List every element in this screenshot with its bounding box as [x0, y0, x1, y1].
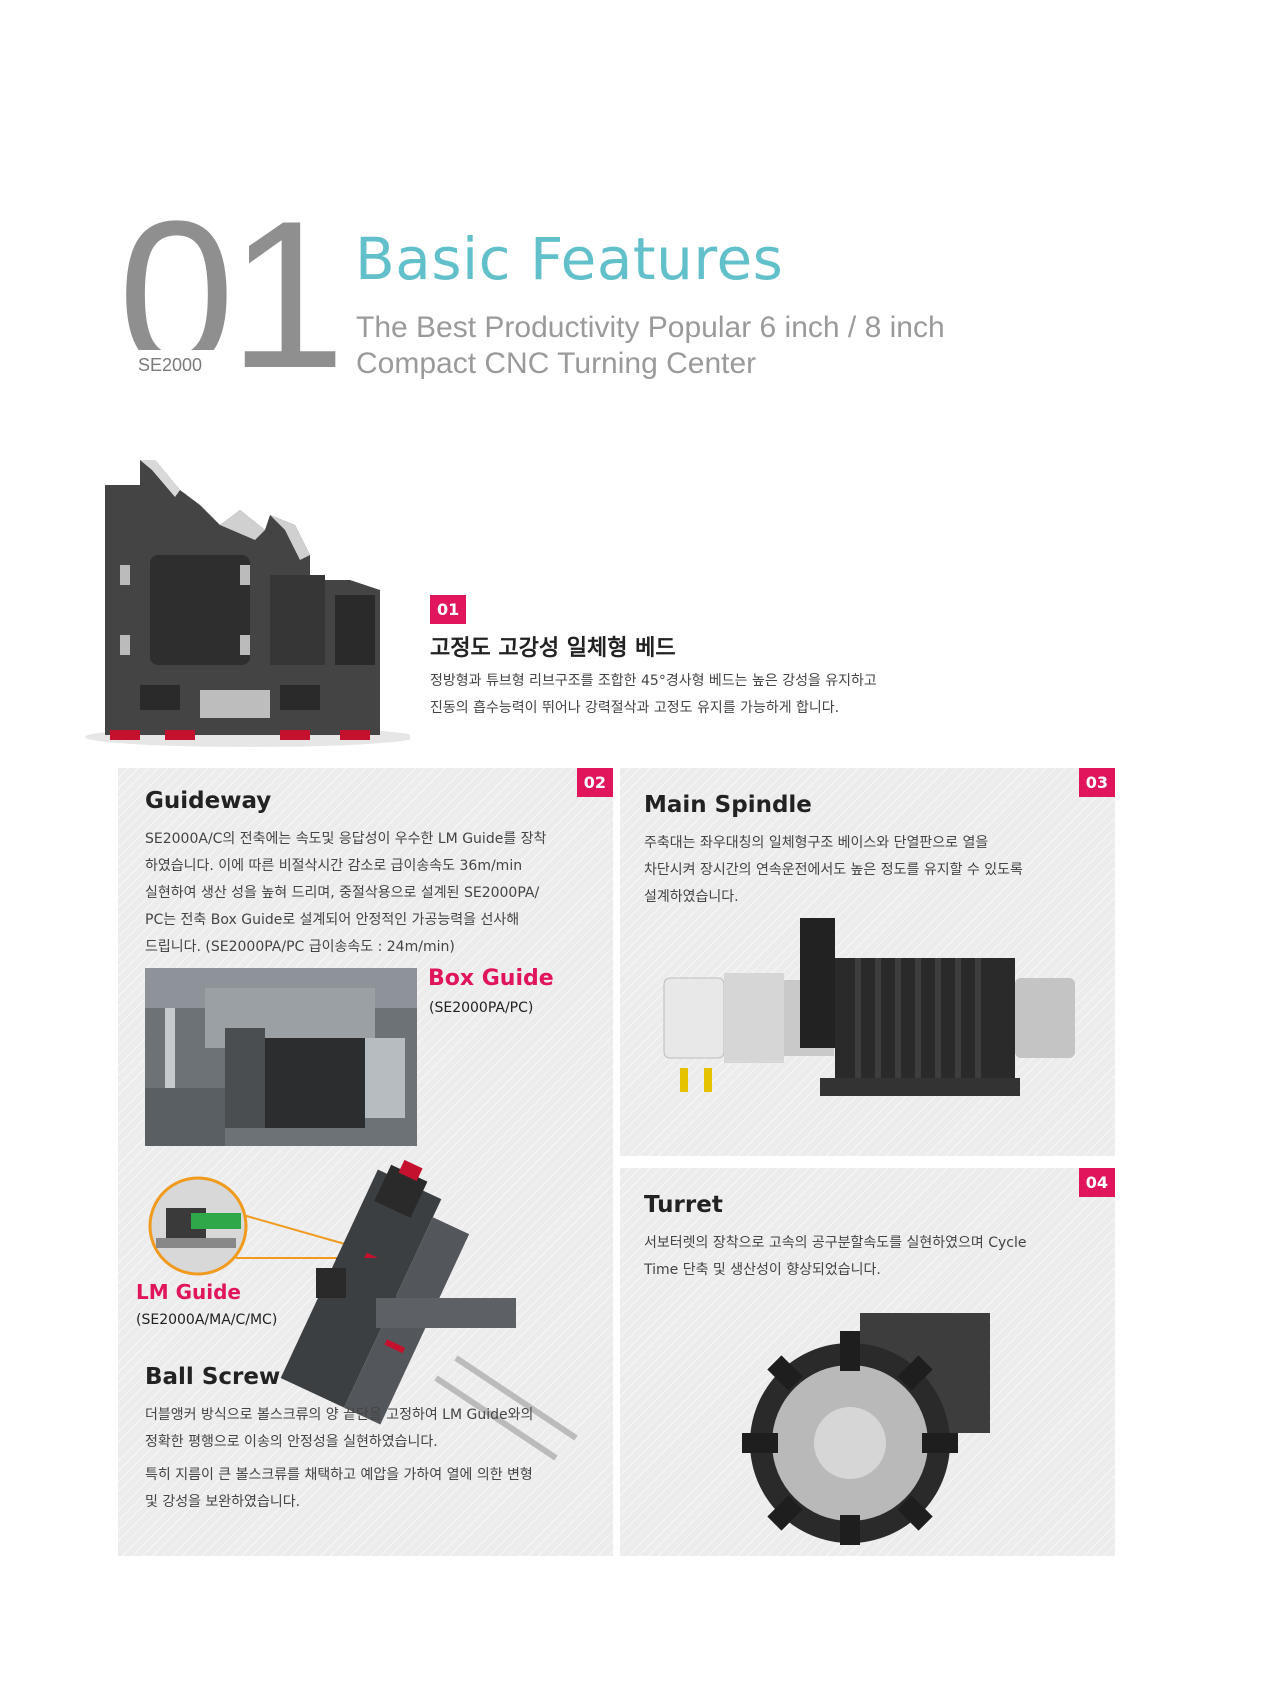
bed-badge: 01 — [430, 595, 467, 624]
guideway-desc-line-2: 하였습니다. 이에 따른 비절삭시간 감소로 급이송속도 36m/min — [145, 858, 523, 874]
guideway-panel: 02 Guideway SE2000A/C의 전축에는 속도및 응답성이 우수한… — [118, 768, 613, 1556]
turret-title: Turret — [644, 1192, 723, 1218]
section-number-one: 1 — [228, 177, 346, 412]
model-label: SE2000 — [138, 355, 203, 375]
spindle-desc-line-2: 차단시켜 장시간의 연속운전에서도 높은 정도를 유지할 수 있도록 — [644, 862, 1023, 878]
subtitle-line-2: Compact CNC Turning Center — [356, 347, 757, 380]
ball-screw-description: 더블앵커 방식으로 볼스크류의 양 끝단을 고정하여 LM Guide와의 정확… — [145, 1402, 610, 1516]
guideway-desc-line-1: SE2000A/C의 전축에는 속도및 응답성이 우수한 LM Guide를 장… — [145, 831, 547, 847]
subtitle-line-1: The Best Productivity Popular 6 inch / 8… — [356, 311, 945, 344]
ball-screw-desc-line-3: 특히 지름이 큰 볼스크류를 채택하고 예압을 가하여 열에 의한 변형 — [145, 1467, 533, 1483]
turret-image — [740, 1303, 1000, 1553]
spindle-description: 주축대는 좌우대칭의 일체형구조 베이스와 단열판으로 열을 차단시켜 장시간의… — [644, 830, 1104, 911]
bed-title: 고정도 고강성 일체형 베드 — [430, 636, 676, 661]
guideway-title: Guideway — [145, 788, 272, 814]
guideway-desc-line-3: 실현하여 생산 성을 높혀 드리며, 중절삭용으로 설계된 SE2000PA/ — [145, 885, 540, 901]
guideway-description: SE2000A/C의 전축에는 속도및 응답성이 우수한 LM Guide를 장… — [145, 826, 605, 961]
lm-guide-assembly-image — [136, 1158, 606, 1488]
box-guide-photo — [145, 968, 417, 1146]
ball-screw-title: Ball Screw — [145, 1364, 281, 1390]
ball-screw-desc-line-1: 더블앵커 방식으로 볼스크류의 양 끝단을 고정하여 LM Guide와의 — [145, 1407, 534, 1423]
turret-desc-line-1: 서보터렛의 장착으로 고속의 공구분할속도를 실현하였으며 Cycle — [644, 1235, 1027, 1251]
guideway-badge: 02 — [576, 768, 613, 797]
section-number: 01 — [118, 190, 346, 400]
bed-desc-line-2: 진동의 흡수능력이 뛰어나 강력절삭과 고정도 유지를 가능하게 합니다. — [430, 700, 840, 716]
box-guide-models: (SE2000PA/PC) — [429, 1000, 534, 1016]
page-title: Basic Features — [355, 225, 784, 293]
section-number-zero: 0 — [118, 190, 229, 350]
spindle-image — [660, 918, 1080, 1118]
spindle-title: Main Spindle — [644, 792, 812, 818]
bed-desc-line-1: 정방형과 튜브형 리브구조를 조합한 45°경사형 베드는 높은 강성을 유지하… — [430, 673, 877, 689]
box-guide-label: Box Guide — [428, 966, 554, 991]
turret-description: 서보터렛의 장착으로 고속의 공구분할속도를 실현하였으며 Cycle Time… — [644, 1230, 1104, 1284]
lm-guide-label: LM Guide — [136, 1280, 241, 1304]
spindle-desc-line-1: 주축대는 좌우대칭의 일체형구조 베이스와 단열판으로 열을 — [644, 835, 989, 851]
lm-guide-models: (SE2000A/MA/C/MC) — [136, 1312, 278, 1328]
bed-image — [80, 445, 410, 755]
page-subtitle: The Best Productivity Popular 6 inch / 8… — [356, 310, 945, 382]
ball-screw-desc-line-2: 정확한 평행으로 이송의 안정성을 실현하였습니다. — [145, 1434, 438, 1450]
guideway-desc-line-4: PC는 전축 Box Guide로 설계되어 안정적인 가공능력을 선사해 — [145, 912, 520, 928]
turret-panel: 04 Turret 서보터렛의 장착으로 고속의 공구분할속도를 실현하였으며 … — [620, 1168, 1115, 1556]
turret-desc-line-2: Time 단축 및 생산성이 향상되었습니다. — [644, 1262, 881, 1278]
guideway-desc-line-5: 드립니다. (SE2000PA/PC 급이송속도 : 24m/min) — [145, 939, 455, 955]
ball-screw-desc-line-4: 및 강성을 보완하였습니다. — [145, 1494, 301, 1510]
spindle-panel: 03 Main Spindle 주축대는 좌우대칭의 일체형구조 베이스와 단열… — [620, 768, 1115, 1156]
spindle-badge: 03 — [1078, 768, 1115, 797]
spindle-desc-line-3: 설계하였습니다. — [644, 889, 739, 905]
turret-badge: 04 — [1078, 1168, 1115, 1197]
bed-description: 정방형과 튜브형 리브구조를 조합한 45°경사형 베드는 높은 강성을 유지하… — [430, 668, 950, 722]
